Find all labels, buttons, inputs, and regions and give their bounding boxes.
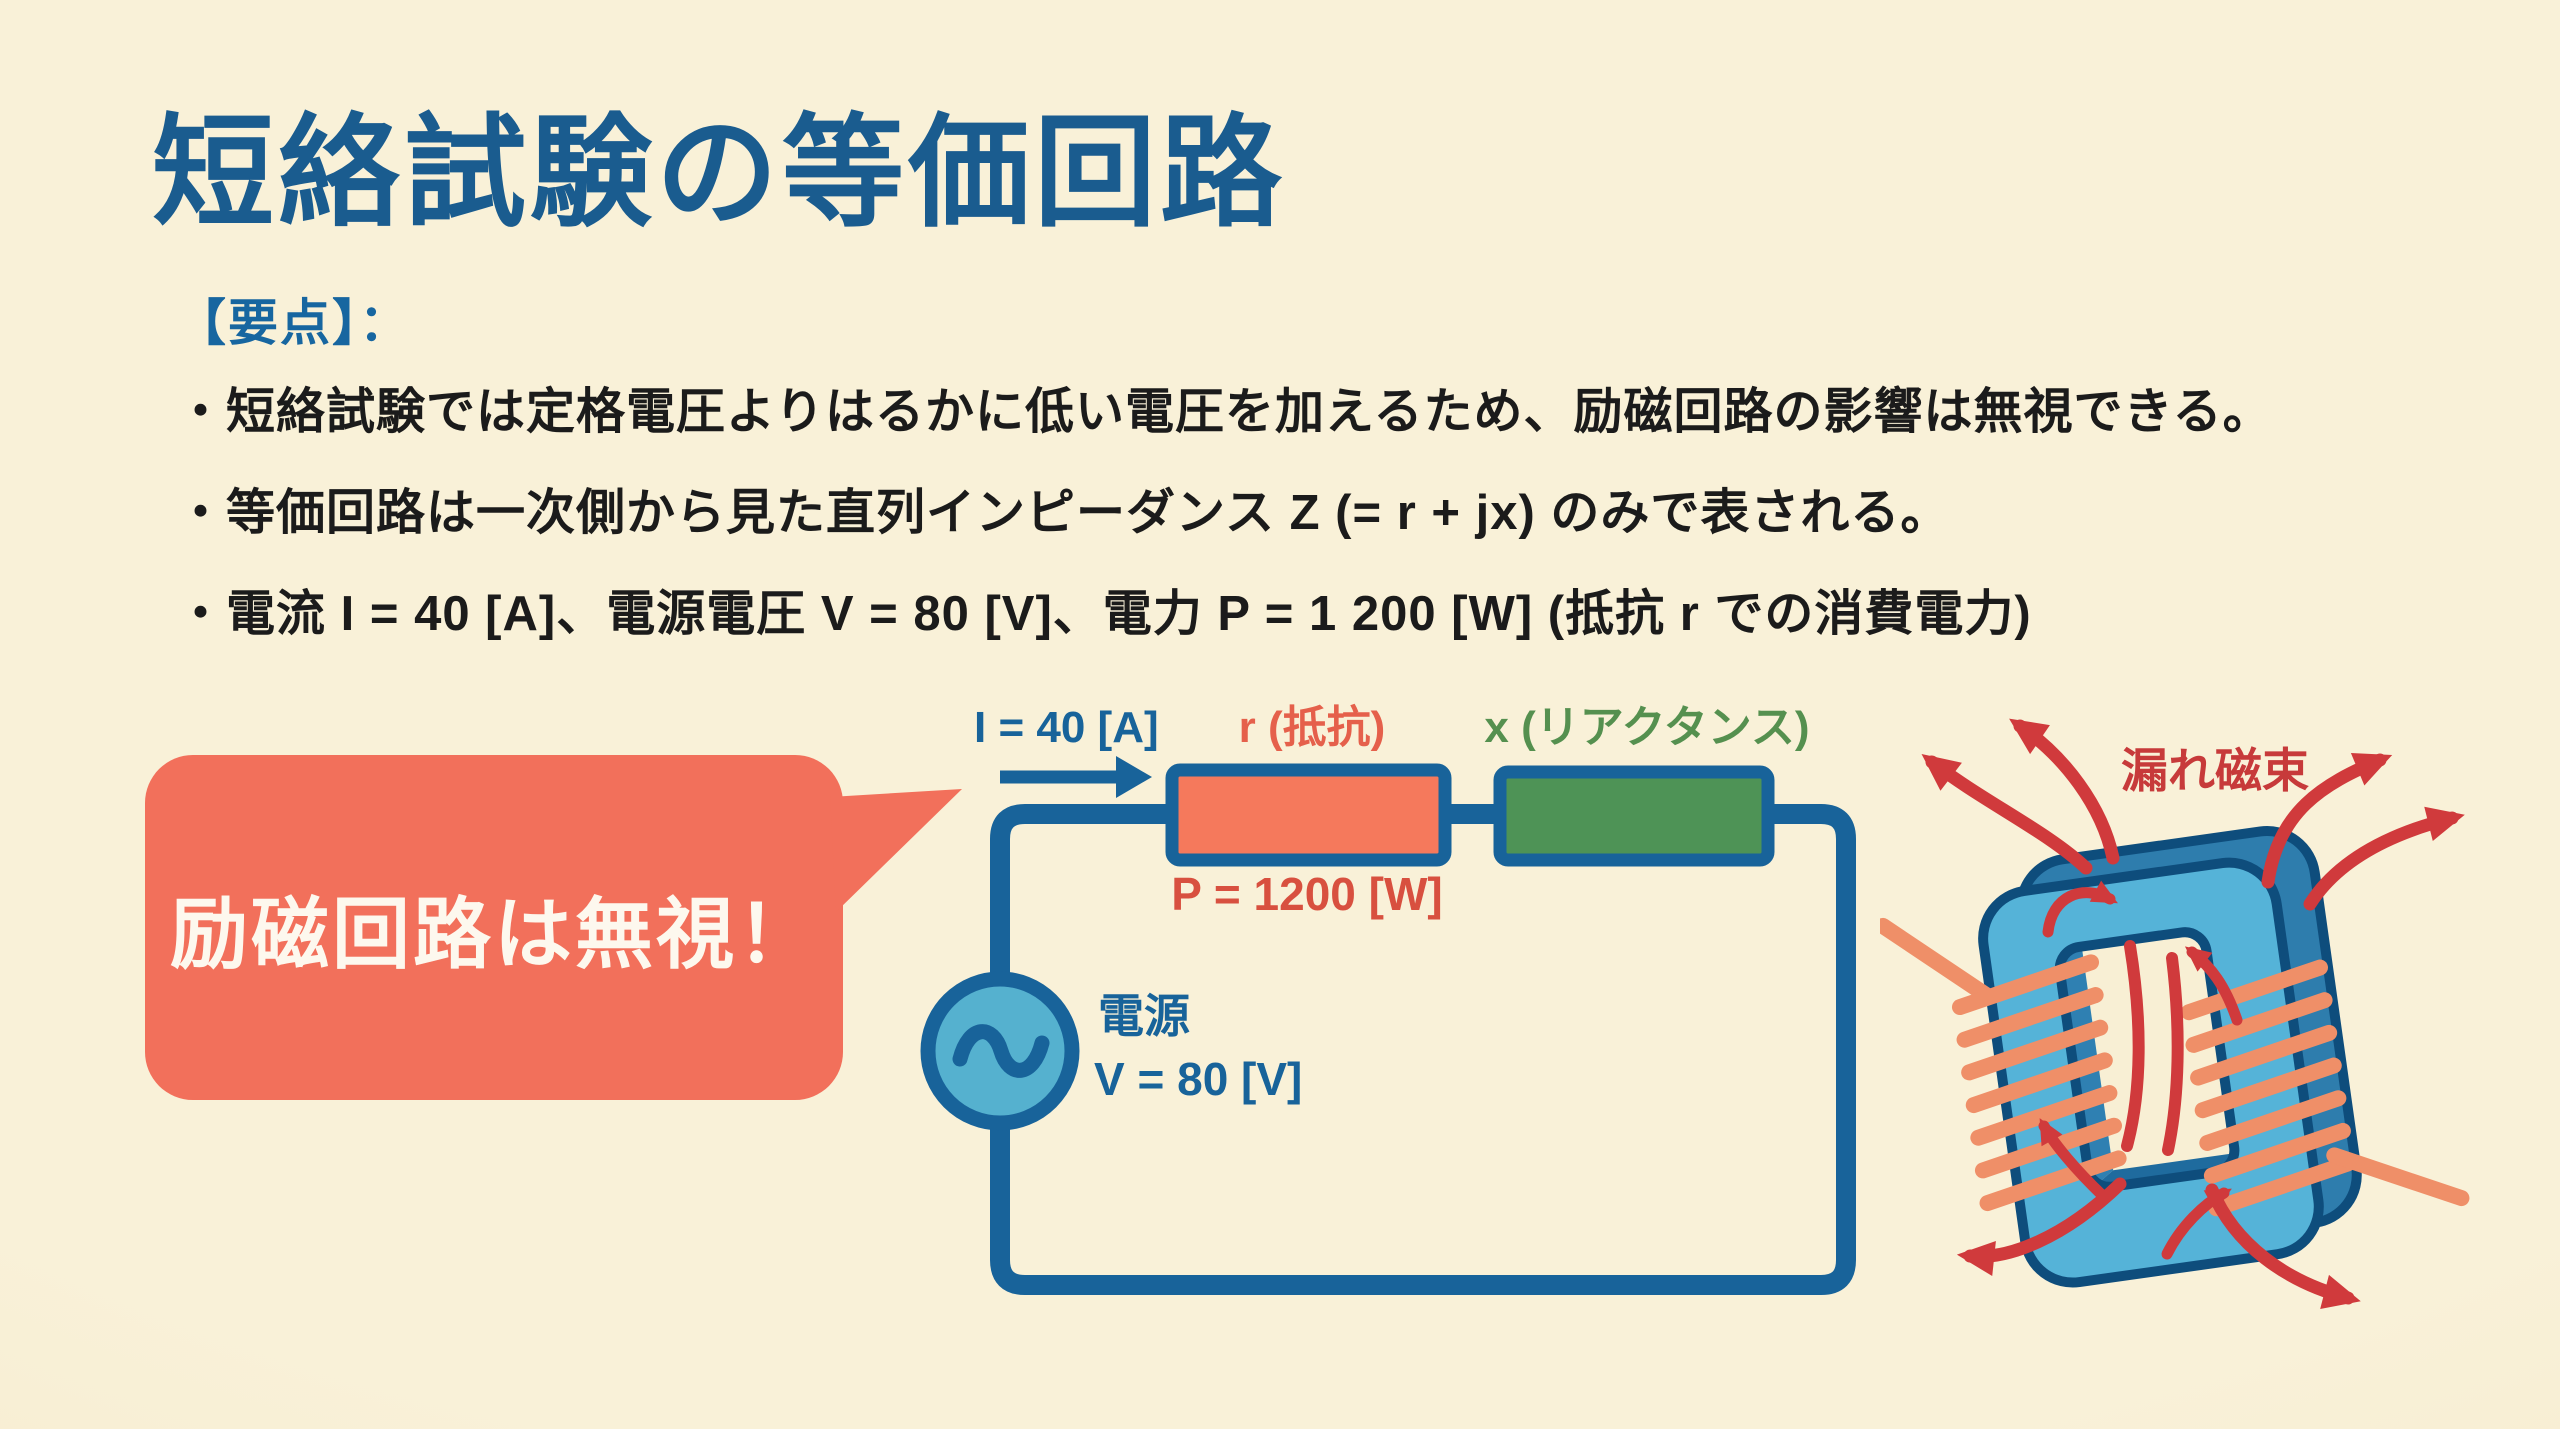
resistor-box: [1165, 763, 1452, 867]
flux-label: 漏れ磁束: [2121, 744, 2309, 797]
callout-text: 励磁回路は無視！: [169, 889, 818, 978]
flux-arrow-icon: [2303, 806, 2465, 911]
bullet-item: ・電流 I = 40 [A]、電源電圧 V = 80 [V]、電力 P = 1 …: [176, 587, 2032, 641]
bullet-item: ・短絡試験では定格電圧よりはるかに低い電圧を加えるため、励磁回路の影響は無視でき…: [176, 385, 2273, 439]
equivalent-circuit-diagram: I = 40 [A] r (抵抗) x (リアクタンス) P = 1200 [W…: [920, 703, 1856, 1295]
secondary-coil: [2180, 959, 2470, 1217]
page-title: 短絡試験の等価回路: [152, 105, 1286, 241]
flux-line-icon: [2162, 952, 2184, 1156]
transformer-core: [1880, 826, 2470, 1288]
current-arrowhead-icon: [1116, 756, 1152, 798]
flux-arrow-icon: [2161, 1187, 2232, 1260]
source-name-label: 電源: [1098, 990, 1190, 1042]
flux-arrow-icon: [2009, 718, 2120, 865]
current-label: I = 40 [A]: [974, 703, 1159, 752]
power-label: P = 1200 [W]: [1171, 868, 1442, 920]
flux-arrow-icon: [2038, 1118, 2108, 1201]
sine-wave-icon: [952, 1024, 1050, 1078]
flux-arrow-icon: [2042, 880, 2118, 938]
callout-tail: [830, 789, 962, 912]
source-voltage-label: V = 80 [V]: [1094, 1053, 1302, 1105]
circuit-wire: [990, 804, 1856, 1295]
flux-arrows: [1921, 718, 2465, 1309]
reactance-label: x (リアクタンス): [1484, 703, 1809, 752]
flux-arrow-icon: [1956, 1177, 2127, 1277]
reactance-box: [1493, 765, 1775, 867]
key-points-heading: 【要点】：: [176, 295, 411, 351]
flux-arrow-icon: [2184, 946, 2243, 1026]
transformer-illustration: 漏れ磁束: [1880, 718, 2470, 1309]
internal-flux-arrows: [2038, 880, 2243, 1260]
flux-line-icon: [2121, 940, 2145, 1152]
flux-arrow-icon: [1921, 753, 2093, 875]
bullet-item: ・等価回路は一次側から見た直列インピーダンス Z (= r + jx) のみで表…: [176, 486, 1951, 540]
resistor-label: r (抵抗): [1239, 703, 1386, 752]
callout-bubble: 励磁回路は無視！: [145, 755, 843, 1100]
primary-coil: [1880, 917, 2127, 1212]
flux-arrow-icon: [2261, 752, 2393, 889]
